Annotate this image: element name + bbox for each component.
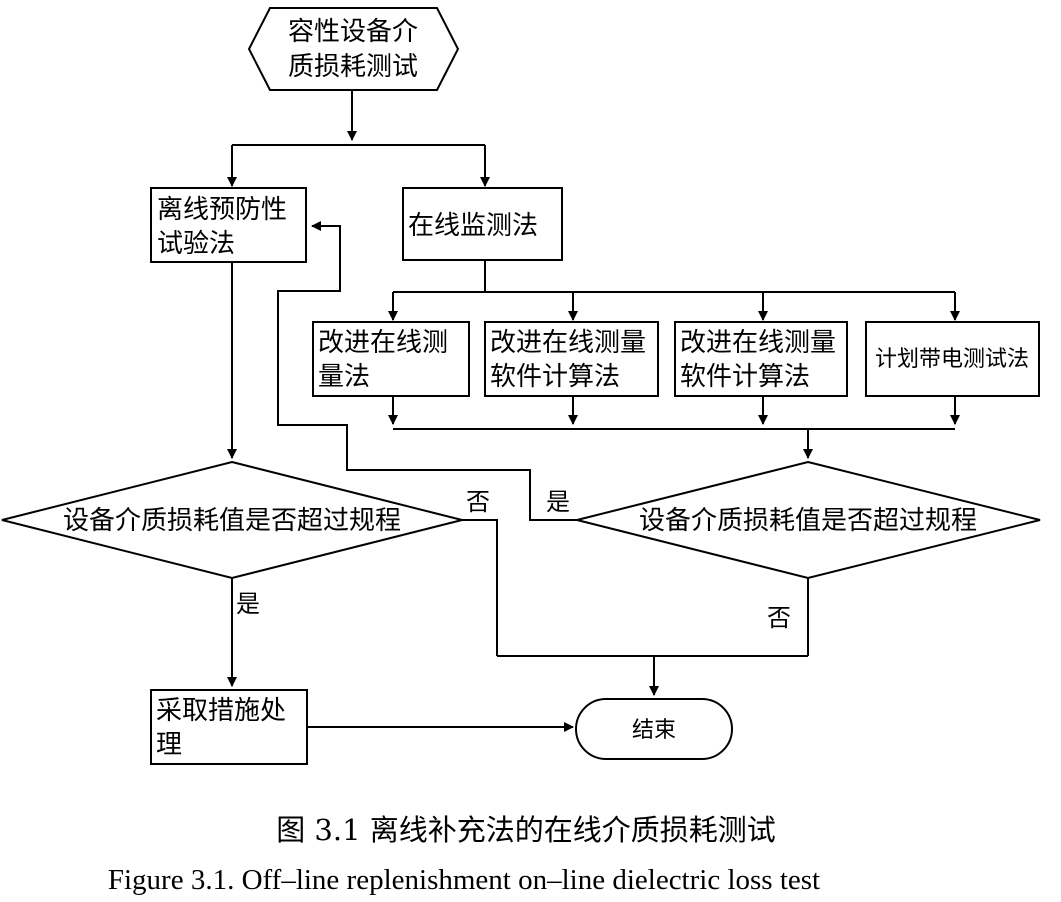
- edge-left-no: [462, 519, 498, 656]
- node-action-line-2: 理: [156, 730, 182, 760]
- node-end: 结束: [575, 698, 733, 760]
- node-method1-line-1: 改进在线测: [318, 328, 448, 358]
- node-method2: 改进在线测量 软件计算法: [484, 321, 659, 397]
- node-offline-line-1: 离线预防性: [157, 195, 287, 225]
- node-decision-right: 设备介质损耗值是否超过规程: [576, 460, 1041, 580]
- node-start-line-2: 质损耗测试: [288, 52, 418, 82]
- node-online: 在线监测法: [402, 187, 563, 261]
- node-offline: 离线预防性 试验法: [150, 187, 307, 263]
- caption-chinese: 图 3.1 离线补充法的在线介质损耗测试: [276, 813, 776, 847]
- node-method1-line-2: 量法: [318, 362, 370, 392]
- node-offline-line-2: 试验法: [157, 229, 235, 259]
- node-decision-right-text: 设备介质损耗值是否超过规程: [639, 506, 977, 536]
- node-method1: 改进在线测 量法: [312, 321, 470, 397]
- node-method4: 计划带电测试法: [865, 321, 1040, 397]
- edge-label-left-yes: 是: [236, 590, 260, 618]
- node-method2-line-2: 软件计算法: [490, 362, 620, 392]
- node-action-line-1: 采取措施处: [156, 696, 286, 726]
- node-start: 容性设备介 质损耗测试: [247, 7, 460, 91]
- edges: [227, 90, 960, 732]
- edge-label-right-yes: 是: [546, 488, 570, 516]
- caption-english: Figure 3.1. Off–line replenishment on–li…: [108, 864, 820, 896]
- edge-label-left-no: 否: [466, 488, 490, 516]
- node-method2-line-1: 改进在线测量: [490, 328, 646, 358]
- node-method3-line-2: 软件计算法: [680, 362, 810, 392]
- node-method3: 改进在线测量 软件计算法: [674, 321, 848, 397]
- node-online-line-1: 在线监测法: [408, 211, 538, 241]
- edge-label-right-no: 否: [767, 604, 791, 632]
- node-method4-line-1: 计划带电测试法: [875, 347, 1029, 372]
- node-method3-line-1: 改进在线测量: [680, 328, 836, 358]
- node-action: 采取措施处 理: [150, 689, 308, 765]
- edge-right-yes-loop: [277, 221, 577, 521]
- node-end-text: 结束: [632, 718, 676, 743]
- node-start-line-1: 容性设备介: [288, 17, 418, 47]
- node-decision-left-text: 设备介质损耗值是否超过规程: [63, 506, 401, 536]
- node-decision-left: 设备介质损耗值是否超过规程: [1, 460, 463, 580]
